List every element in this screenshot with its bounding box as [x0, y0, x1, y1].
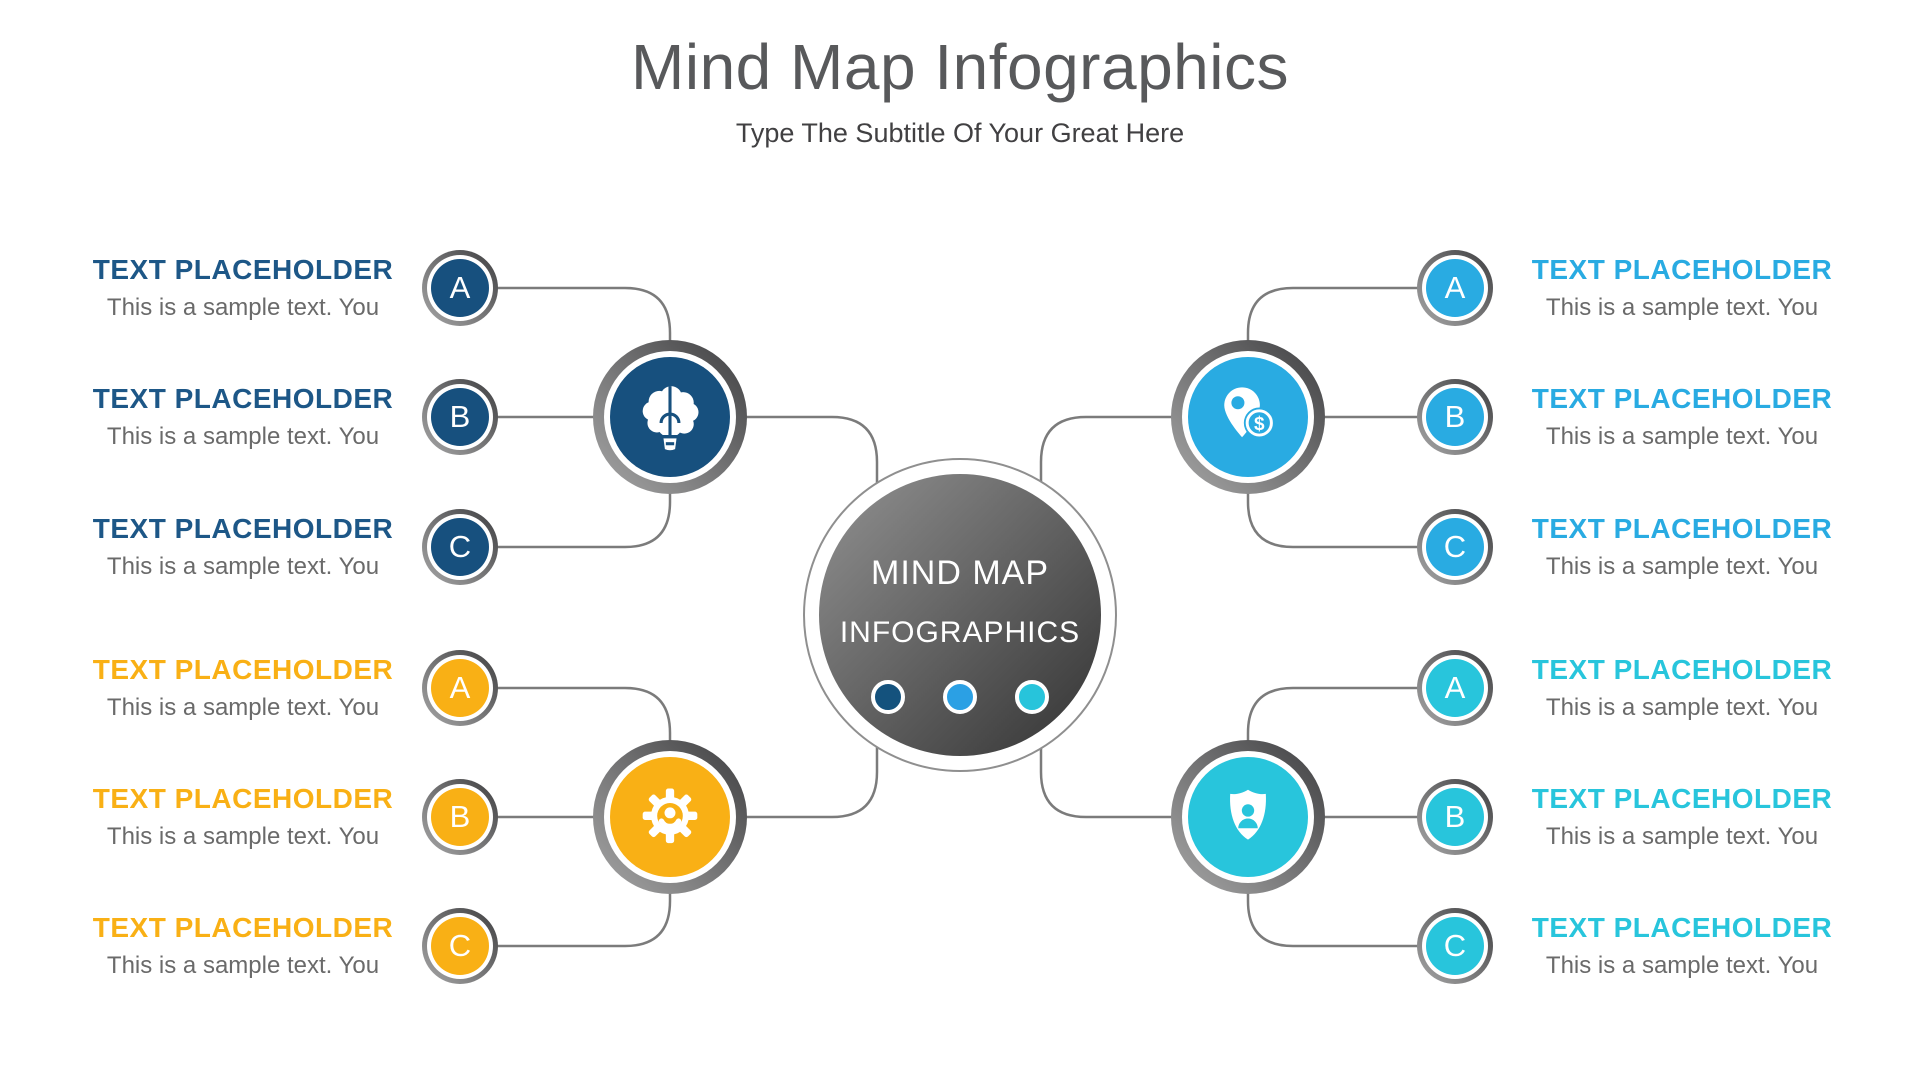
node-process-c: C [422, 908, 498, 984]
row-body: This is a sample text. You [106, 293, 380, 321]
svg-text:$: $ [1254, 414, 1265, 435]
connector-bl-a [453, 686, 672, 752]
row-body: This is a sample text. You [1545, 293, 1819, 321]
connector-tr-a [1246, 286, 1467, 352]
text-row: TEXT PLACEHOLDER This is a sample text. … [1517, 369, 1847, 465]
hub-idea [593, 340, 747, 494]
connector-tr-hub [1039, 415, 1177, 512]
row-body: This is a sample text. You [1545, 951, 1819, 979]
hub-location-finance: $ [1171, 340, 1325, 494]
page-title: Mind Map Infographics [631, 31, 1289, 103]
node-security-c: C [1417, 908, 1493, 984]
row-heading: TEXT PLACEHOLDER [92, 782, 394, 814]
row-body: This is a sample text. You [1545, 422, 1819, 450]
row-body: This is a sample text. You [106, 422, 380, 450]
center-title-line1: MIND MAP [871, 554, 1049, 592]
node-idea-c: C [422, 509, 498, 585]
center-dot-cyan [1015, 680, 1049, 714]
row-heading: TEXT PLACEHOLDER [1531, 382, 1833, 414]
node-location-c: C [1417, 509, 1493, 585]
connector-br-a [1246, 686, 1467, 752]
text-row: TEXT PLACEHOLDER This is a sample text. … [78, 769, 408, 865]
node-process-a: A [422, 650, 498, 726]
node-letter: B [449, 799, 471, 834]
node-letter: C [448, 529, 472, 564]
connector-tl-c [453, 483, 672, 549]
connector-bl-hub [743, 723, 879, 819]
row-heading: TEXT PLACEHOLDER [92, 382, 394, 414]
center-dot-navy [871, 680, 905, 714]
node-process-b: B [422, 779, 498, 855]
row-body: This is a sample text. You [1545, 822, 1819, 850]
row-heading: TEXT PLACEHOLDER [1531, 253, 1833, 285]
row-heading: TEXT PLACEHOLDER [92, 911, 394, 943]
node-location-b: B [1417, 379, 1493, 455]
node-letter: C [1443, 928, 1467, 963]
node-security-b: B [1417, 779, 1493, 855]
text-row: TEXT PLACEHOLDER This is a sample text. … [78, 640, 408, 736]
node-letter: A [449, 270, 471, 305]
node-letter: C [448, 928, 472, 963]
row-heading: TEXT PLACEHOLDER [92, 253, 394, 285]
row-heading: TEXT PLACEHOLDER [1531, 653, 1833, 685]
text-row: TEXT PLACEHOLDER This is a sample text. … [1517, 499, 1847, 595]
node-security-a: A [1417, 650, 1493, 726]
center-title-line2: INFOGRAPHICS [839, 616, 1081, 649]
node-letter: B [1444, 399, 1466, 434]
pin-dollar-icon: $ [1224, 387, 1275, 439]
node-idea-b: B [422, 379, 498, 455]
connector-tl-a [453, 286, 672, 352]
row-body: This is a sample text. You [106, 822, 380, 850]
row-body: This is a sample text. You [106, 552, 380, 580]
node-letter: B [1444, 799, 1466, 834]
text-row: TEXT PLACEHOLDER This is a sample text. … [78, 240, 408, 336]
row-heading: TEXT PLACEHOLDER [92, 512, 394, 544]
row-body: This is a sample text. You [1545, 693, 1819, 721]
text-row: TEXT PLACEHOLDER This is a sample text. … [1517, 898, 1847, 994]
node-letter: A [1444, 670, 1466, 705]
gear-person-icon [642, 788, 698, 844]
row-heading: TEXT PLACEHOLDER [1531, 782, 1833, 814]
text-row: TEXT PLACEHOLDER This is a sample text. … [1517, 640, 1847, 736]
connector-tl-hub [743, 415, 879, 512]
center-circle: MIND MAP INFOGRAPHICS [803, 458, 1117, 772]
connector-br-hub [1039, 723, 1177, 819]
text-row: TEXT PLACEHOLDER This is a sample text. … [78, 369, 408, 465]
connector-br-c [1246, 883, 1467, 948]
row-body: This is a sample text. You [1545, 552, 1819, 580]
node-letter: C [1443, 529, 1467, 564]
node-idea-a: A [422, 250, 498, 326]
row-body: This is a sample text. You [106, 693, 380, 721]
center-circle-inner: MIND MAP INFOGRAPHICS [819, 474, 1101, 756]
node-letter: A [1444, 270, 1466, 305]
row-body: This is a sample text. You [106, 951, 380, 979]
row-heading: TEXT PLACEHOLDER [1531, 911, 1833, 943]
node-letter: B [449, 399, 471, 434]
text-row: TEXT PLACEHOLDER This is a sample text. … [1517, 769, 1847, 865]
center-dots [871, 680, 1049, 714]
center-dot-blue [943, 680, 977, 714]
connector-tr-c [1246, 483, 1467, 549]
text-row: TEXT PLACEHOLDER This is a sample text. … [1517, 240, 1847, 336]
page-subtitle: Type The Subtitle Of Your Great Here [735, 118, 1185, 148]
hub-process [593, 740, 747, 894]
text-row: TEXT PLACEHOLDER This is a sample text. … [78, 898, 408, 994]
row-heading: TEXT PLACEHOLDER [92, 653, 394, 685]
text-row: TEXT PLACEHOLDER This is a sample text. … [78, 499, 408, 595]
shield-person-icon [1230, 789, 1266, 840]
brain-idea-icon [642, 386, 699, 451]
hub-security [1171, 740, 1325, 894]
row-heading: TEXT PLACEHOLDER [1531, 512, 1833, 544]
connector-bl-c [453, 883, 672, 948]
node-location-a: A [1417, 250, 1493, 326]
header: Mind Map Infographics Type The Subtitle … [0, 30, 1920, 149]
node-letter: A [449, 670, 471, 705]
